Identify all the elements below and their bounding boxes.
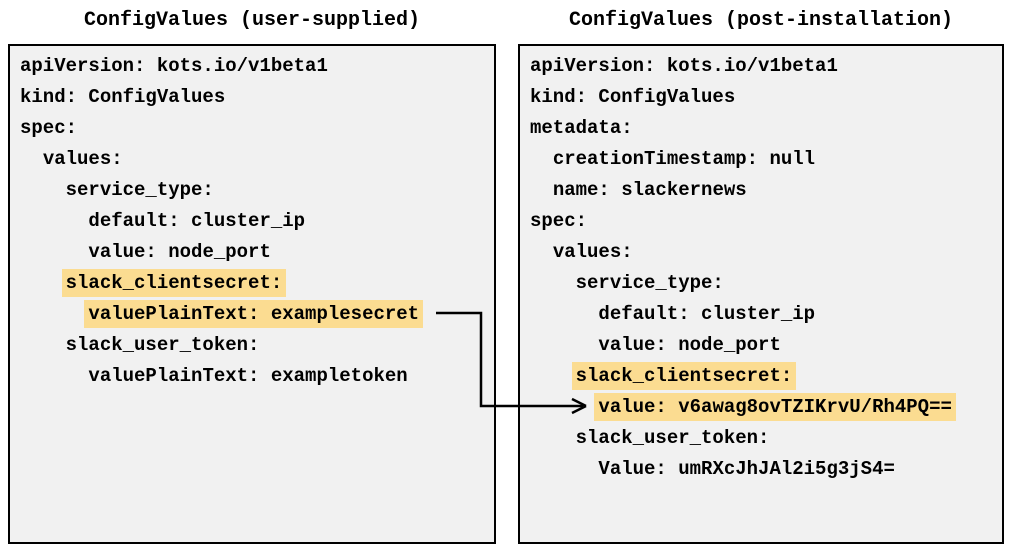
highlighted-plaintext-secret: valuePlainText: examplesecret bbox=[84, 300, 424, 328]
yaml-text: default: cluster_ip bbox=[88, 210, 306, 232]
yaml-line: valuePlainText: exampletoken bbox=[20, 361, 494, 392]
right-panel-title: ConfigValues (post-installation) bbox=[568, 9, 954, 32]
yaml-text: Value: umRXcJhJAl2i5g3jS4= bbox=[598, 458, 895, 480]
yaml-text: spec: bbox=[530, 210, 588, 232]
yaml-text: default: cluster_ip bbox=[598, 303, 816, 325]
yaml-line: kind: ConfigValues bbox=[20, 82, 494, 113]
yaml-line: service_type: bbox=[20, 175, 494, 206]
yaml-line: values: bbox=[20, 144, 494, 175]
yaml-line: default: cluster_ip bbox=[530, 299, 1002, 330]
yaml-line-highlighted-key: slack_clientsecret: bbox=[530, 361, 1002, 392]
yaml-line-highlighted-key: slack_clientsecret: bbox=[20, 268, 494, 299]
yaml-line: metadata: bbox=[530, 113, 1002, 144]
yaml-line: kind: ConfigValues bbox=[530, 82, 1002, 113]
yaml-text: kind: ConfigValues bbox=[530, 86, 736, 108]
yaml-text: service_type: bbox=[65, 179, 214, 201]
yaml-text: name: slackernews bbox=[552, 179, 747, 201]
yaml-text: valuePlainText: exampletoken bbox=[88, 365, 408, 387]
yaml-text: apiVersion: kots.io/v1beta1 bbox=[20, 55, 328, 77]
right-panel-post-installation-config: apiVersion: kots.io/v1beta1 kind: Config… bbox=[518, 44, 1004, 544]
yaml-text: creationTimestamp: null bbox=[552, 148, 816, 170]
yaml-line-highlighted-value: valuePlainText: examplesecret bbox=[20, 299, 494, 330]
yaml-line-highlighted-value: value: v6awag8ovTZIKrvU/Rh4PQ== bbox=[530, 392, 1002, 423]
yaml-text: kind: ConfigValues bbox=[20, 86, 226, 108]
yaml-line: creationTimestamp: null bbox=[530, 144, 1002, 175]
highlighted-secret-key: slack_clientsecret: bbox=[571, 362, 797, 390]
yaml-line: values: bbox=[530, 237, 1002, 268]
yaml-text: apiVersion: kots.io/v1beta1 bbox=[530, 55, 838, 77]
yaml-text: values: bbox=[42, 148, 123, 170]
yaml-line: service_type: bbox=[530, 268, 1002, 299]
yaml-line: default: cluster_ip bbox=[20, 206, 494, 237]
yaml-line: spec: bbox=[20, 113, 494, 144]
yaml-text: service_type: bbox=[575, 272, 724, 294]
yaml-text: value: node_port bbox=[598, 334, 781, 356]
highlighted-secret-key: slack_clientsecret: bbox=[61, 269, 287, 297]
yaml-line: spec: bbox=[530, 206, 1002, 237]
yaml-line: apiVersion: kots.io/v1beta1 bbox=[530, 51, 1002, 82]
yaml-line: Value: umRXcJhJAl2i5g3jS4= bbox=[530, 454, 1002, 485]
left-panel-user-supplied-config: apiVersion: kots.io/v1beta1 kind: Config… bbox=[8, 44, 496, 544]
yaml-line: apiVersion: kots.io/v1beta1 bbox=[20, 51, 494, 82]
yaml-text: metadata: bbox=[530, 117, 633, 139]
yaml-line: slack_user_token: bbox=[530, 423, 1002, 454]
yaml-text: slack_user_token: bbox=[65, 334, 260, 356]
yaml-line: slack_user_token: bbox=[20, 330, 494, 361]
yaml-line: value: node_port bbox=[530, 330, 1002, 361]
highlighted-encrypted-secret: value: v6awag8ovTZIKrvU/Rh4PQ== bbox=[594, 393, 956, 421]
yaml-text: value: node_port bbox=[88, 241, 271, 263]
yaml-text: values: bbox=[552, 241, 633, 263]
yaml-line: name: slackernews bbox=[530, 175, 1002, 206]
yaml-text: slack_user_token: bbox=[575, 427, 770, 449]
left-panel-title: ConfigValues (user-supplied) bbox=[83, 9, 421, 32]
yaml-line: value: node_port bbox=[20, 237, 494, 268]
yaml-text: spec: bbox=[20, 117, 78, 139]
